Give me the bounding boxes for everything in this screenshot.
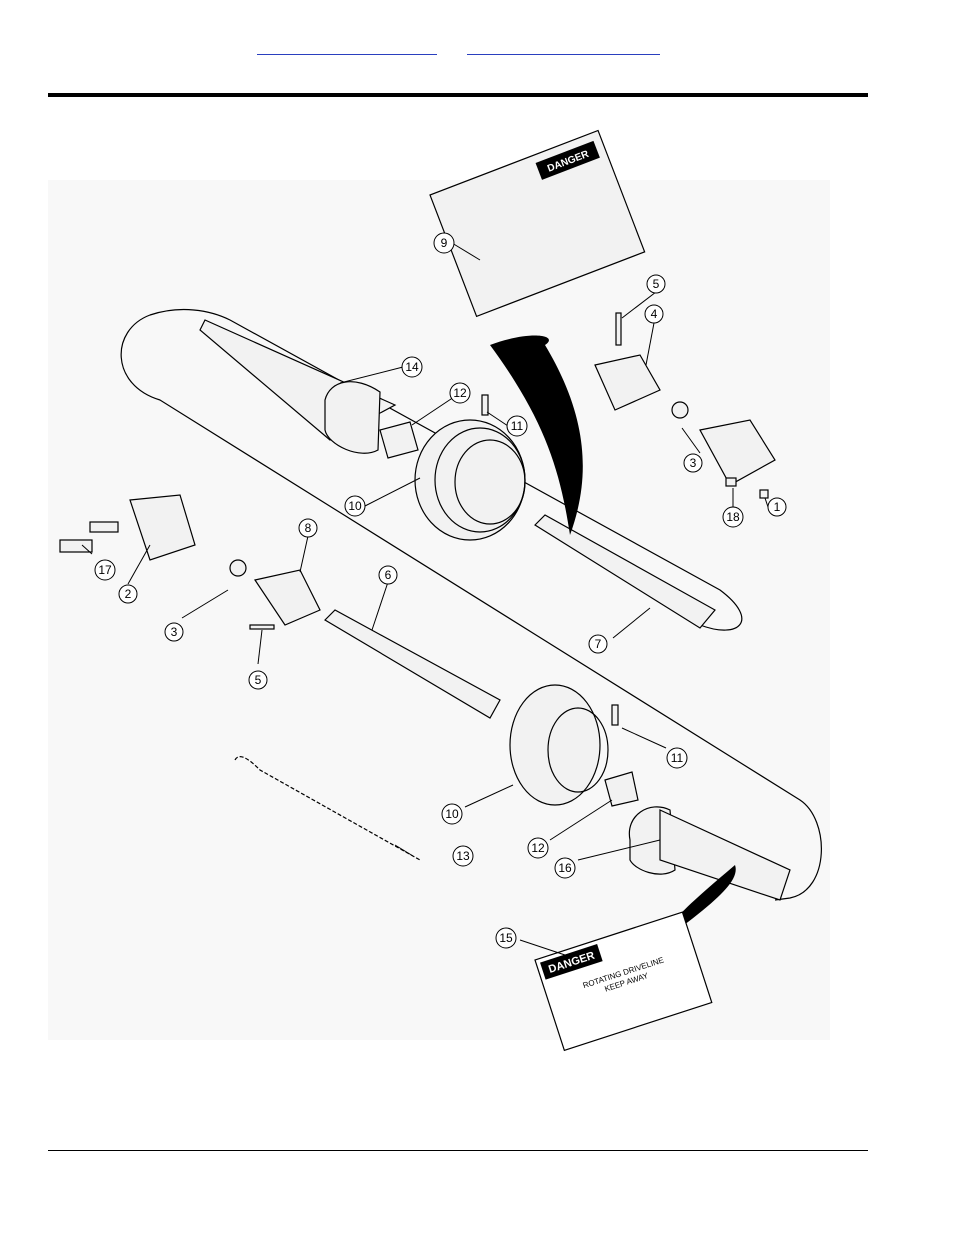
callout-16: 16 [554,857,576,879]
outer-tube-16 [659,809,791,901]
svg-text:8: 8 [305,521,312,535]
outer-guard-outline [120,308,822,901]
bolt-11-upper [481,394,489,416]
callout-11-lower: 11 [666,747,688,769]
callout-17: 17 [94,559,116,581]
callout-8: 8 [298,518,318,538]
svg-text:11: 11 [511,419,524,433]
yoke-assembly-upper [594,312,776,499]
svg-text:15: 15 [499,931,513,945]
callout-11-upper: 11 [506,415,528,437]
chain-13 [234,756,421,861]
clamp-12-upper [379,421,419,459]
guard-decal-9: DANGER [429,129,646,318]
header-rule [48,93,868,97]
shaft-decal-15: DANGER ROTATING DRIVELINE KEEP AWAY [534,911,713,1052]
callout-5-lower: 5 [248,670,268,690]
svg-text:14: 14 [405,360,419,374]
callout-1: 1 [767,497,787,517]
svg-text:11: 11 [671,751,684,765]
callout-7: 7 [588,634,608,654]
svg-text:7: 7 [595,637,602,651]
callout-3-lower: 3 [164,622,184,642]
svg-text:18: 18 [726,510,740,524]
callout-13: 13 [452,845,474,867]
callout-6: 6 [378,565,398,585]
svg-text:3: 3 [171,625,178,639]
svg-text:6: 6 [385,568,392,582]
leader-lines [81,242,769,956]
callout-14: 14 [401,356,423,378]
svg-text:10: 10 [445,807,459,821]
svg-text:5: 5 [653,277,660,291]
svg-text:3: 3 [690,456,697,470]
svg-text:1: 1 [774,500,781,514]
inner-shaft-7 [534,514,716,629]
svg-text:16: 16 [558,861,572,875]
callout-3-upper: 3 [683,453,703,473]
callout-10-lower: 10 [441,803,463,825]
inner-shaft-6 [324,609,501,719]
bellows-upper-10 [414,419,526,541]
callout-18: 18 [722,506,744,528]
svg-text:9: 9 [441,236,448,250]
callout-10-upper: 10 [344,495,366,517]
footer-rule [48,1150,868,1151]
arrow-decal-9 [490,335,583,535]
nav-link-next[interactable] [467,40,660,55]
svg-text:12: 12 [531,841,545,855]
svg-text:10: 10 [348,499,362,513]
callout-5-upper: 5 [646,274,666,294]
callout-12-upper: 12 [449,382,471,404]
svg-text:2: 2 [125,587,132,601]
svg-text:12: 12 [453,386,467,400]
bolt-11-lower [611,704,619,726]
callout-12-lower: 12 [527,837,549,859]
callout-4: 4 [644,304,664,324]
guard-cone-14 [324,381,381,454]
callout-2: 2 [118,584,138,604]
clamp-12-lower [604,771,639,807]
callout-15: 15 [495,927,517,949]
callouts: 9 5 4 14 12 11 3 10 18 1 8 17 2 6 3 5 7 … [94,232,787,949]
svg-text:4: 4 [651,307,658,321]
yoke-assembly-lower [59,494,321,630]
bellows-lower-10 [509,684,609,806]
svg-text:13: 13 [456,849,470,863]
nav-link-previous[interactable] [257,40,437,55]
callout-9: 9 [433,232,455,254]
svg-text:17: 17 [98,563,112,577]
svg-text:5: 5 [255,673,262,687]
